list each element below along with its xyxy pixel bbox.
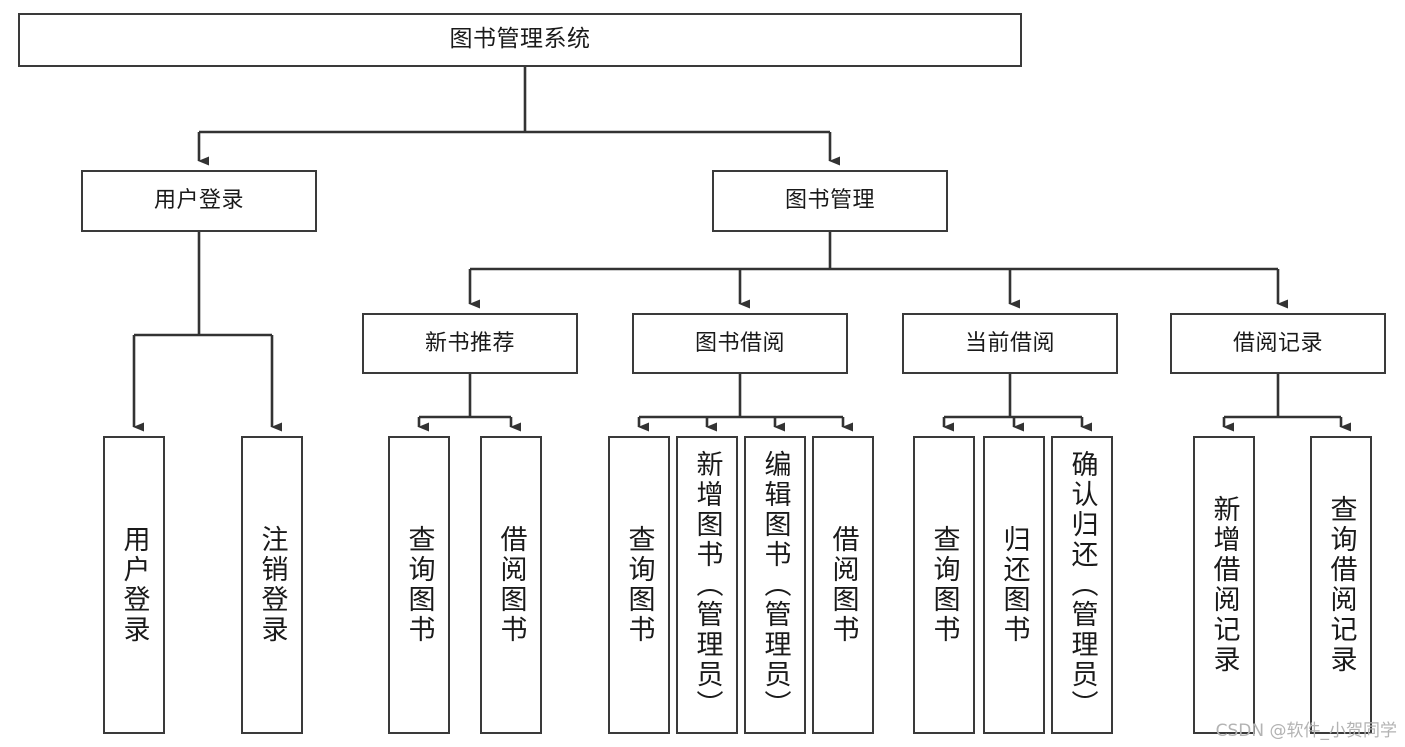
node-borrow-record[interactable]: 借阅记录 bbox=[1170, 313, 1386, 374]
node-leaf-query-book-current[interactable]: 查询图书 bbox=[913, 436, 975, 734]
watermark: CSDN @软件_小贺同学 bbox=[1215, 721, 1397, 741]
node-leaf-user-login[interactable]: 用户登录 bbox=[103, 436, 165, 734]
node-label: 注销登录 bbox=[256, 525, 288, 645]
node-leaf-borrow-book[interactable]: 借阅图书 bbox=[812, 436, 874, 734]
node-label: 确认归还（管理员） bbox=[1066, 450, 1098, 720]
connector-lines bbox=[132, 67, 1351, 432]
node-label: 查询图书 bbox=[623, 525, 655, 645]
node-leaf-query-borrow-record[interactable]: 查询借阅记录 bbox=[1310, 436, 1372, 734]
node-label: 查询图书 bbox=[928, 525, 960, 645]
node-book-manage[interactable]: 图书管理 bbox=[712, 170, 948, 232]
node-root-system[interactable]: 图书管理系统 bbox=[18, 13, 1022, 67]
node-label: 归还图书 bbox=[998, 525, 1030, 645]
node-label: 用户登录 bbox=[153, 188, 244, 214]
node-leaf-add-borrow-record[interactable]: 新增借阅记录 bbox=[1193, 436, 1255, 734]
node-leaf-confirm-return[interactable]: 确认归还（管理员） bbox=[1051, 436, 1113, 734]
node-current-borrow[interactable]: 当前借阅 bbox=[902, 313, 1118, 374]
node-book-borrow[interactable]: 图书借阅 bbox=[632, 313, 848, 374]
node-label: 查询图书 bbox=[403, 525, 435, 645]
node-leaf-add-book[interactable]: 新增图书（管理员） bbox=[676, 436, 738, 734]
node-label: 图书借阅 bbox=[694, 330, 785, 356]
node-leaf-borrow-book-rec[interactable]: 借阅图书 bbox=[480, 436, 542, 734]
node-leaf-edit-book[interactable]: 编辑图书（管理员） bbox=[744, 436, 806, 734]
node-label: 新增借阅记录 bbox=[1208, 495, 1240, 675]
node-label: 图书管理系统 bbox=[449, 26, 591, 53]
node-leaf-return-book[interactable]: 归还图书 bbox=[983, 436, 1045, 734]
node-user-login[interactable]: 用户登录 bbox=[81, 170, 317, 232]
node-label: 新增图书（管理员） bbox=[691, 450, 723, 720]
node-label: 当前借阅 bbox=[964, 330, 1055, 356]
node-label: 借阅图书 bbox=[495, 525, 527, 645]
node-label: 用户登录 bbox=[118, 525, 150, 645]
node-label: 图书管理 bbox=[784, 188, 875, 214]
node-label: 借阅记录 bbox=[1232, 330, 1323, 356]
node-leaf-user-logout[interactable]: 注销登录 bbox=[241, 436, 303, 734]
node-label: 编辑图书（管理员） bbox=[759, 450, 791, 720]
node-label: 借阅图书 bbox=[827, 525, 859, 645]
node-leaf-query-book-rec[interactable]: 查询图书 bbox=[388, 436, 450, 734]
node-label: 新书推荐 bbox=[424, 330, 515, 356]
node-label: 查询借阅记录 bbox=[1325, 495, 1357, 675]
node-leaf-query-book-borrow[interactable]: 查询图书 bbox=[608, 436, 670, 734]
node-new-book-recommend[interactable]: 新书推荐 bbox=[362, 313, 578, 374]
